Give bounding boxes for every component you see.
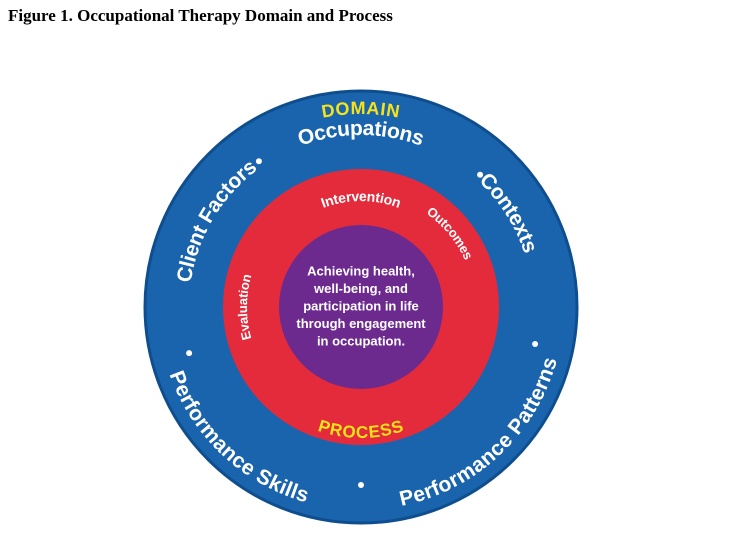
core-statement: Achieving health, well-being, and particip… (296, 263, 426, 348)
outer-ring-separator-dots (186, 158, 539, 488)
separator-dot (532, 341, 539, 347)
core-line: Achieving health, (307, 263, 415, 278)
core-line: in occupation. (317, 333, 405, 348)
core-circle (279, 225, 443, 389)
domain-heading: DOMAIN (320, 98, 402, 122)
core-line: participation in life (303, 298, 419, 313)
separator-dot (358, 482, 364, 488)
separator-dot (477, 171, 484, 178)
process-item-evaluation: Evaluation (235, 272, 254, 341)
separator-dot (186, 350, 193, 357)
core-line: through engagement (296, 316, 426, 331)
process-item-intervention: Intervention (319, 188, 404, 211)
separator-dot (255, 158, 262, 165)
core-line: well-being, and (313, 281, 408, 296)
figure-title: Figure 1. Occupational Therapy Domain an… (8, 6, 393, 25)
